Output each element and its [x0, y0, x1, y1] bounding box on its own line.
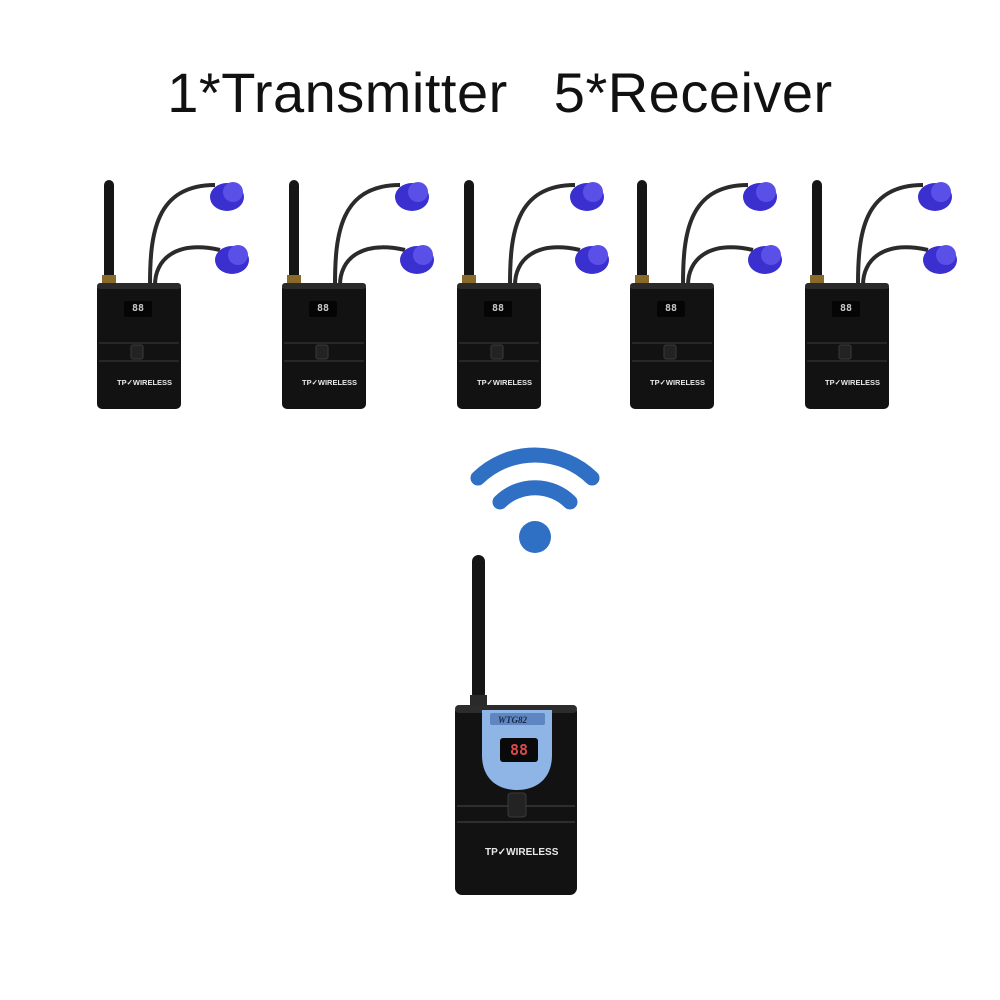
receiver-illustration — [97, 180, 249, 409]
channel-display: 88 — [664, 303, 678, 314]
transmitter-device: WTG82 88 TP✓WIRELESS — [440, 550, 600, 900]
receiver-device: 88 TP✓WIRELESS — [455, 175, 620, 415]
channel-display: 88 — [509, 741, 529, 759]
receiver-illustration — [282, 180, 434, 409]
receiver-count-text: 5*Receiver — [553, 61, 833, 124]
wifi-icon — [470, 447, 600, 553]
brand-logo-text: TP✓WIRELESS — [650, 378, 706, 387]
transmitter-count-text: 1*Transmitter — [167, 61, 508, 124]
receiver-device: 88 TP✓WIRELESS — [95, 175, 260, 415]
channel-display: 88 — [131, 303, 145, 314]
receiver-device: 88 TP✓WIRELESS — [803, 175, 968, 415]
channel-display: 88 — [839, 303, 853, 314]
receiver-illustration — [805, 180, 957, 409]
receiver-illustration — [457, 180, 609, 409]
receiver-illustration — [630, 180, 782, 409]
model-label: WTG82 — [498, 715, 527, 725]
channel-display: 88 — [316, 303, 330, 314]
brand-logo-text: TP✓WIRELESS — [302, 378, 358, 387]
headline: 1*Transmitter 5*Receiver — [0, 60, 1000, 125]
brand-logo-text: TP✓WIRELESS — [485, 847, 559, 858]
transmitter-illustration — [455, 555, 577, 895]
channel-display: 88 — [491, 303, 505, 314]
brand-logo-text: TP✓WIRELESS — [477, 378, 533, 387]
receiver-device: 88 TP✓WIRELESS — [280, 175, 445, 415]
receiver-device: 88 TP✓WIRELESS — [628, 175, 793, 415]
brand-logo-text: TP✓WIRELESS — [825, 378, 881, 387]
brand-logo-text: TP✓WIRELESS — [117, 378, 173, 387]
